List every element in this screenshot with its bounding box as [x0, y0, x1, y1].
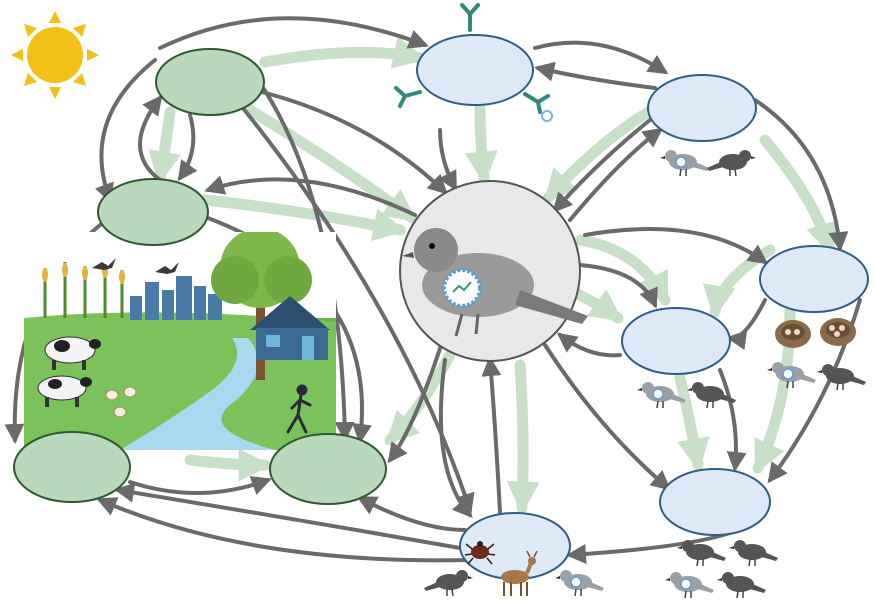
nest-icon	[820, 318, 856, 346]
bird-icon	[687, 382, 736, 409]
dark-arrow	[177, 113, 198, 182]
light-arrow	[506, 359, 540, 515]
dark-arrow	[534, 61, 657, 90]
bird-icon	[729, 540, 778, 567]
light-arrow	[759, 134, 839, 257]
dark-arrow	[256, 78, 355, 442]
light-arrow	[574, 234, 671, 306]
nest-icon	[775, 320, 811, 348]
dark-arrow	[718, 368, 747, 472]
dark-arrow	[438, 128, 457, 192]
infected-sparrow-icon	[402, 228, 588, 337]
light-arrow	[148, 106, 181, 185]
dark-arrow	[128, 476, 272, 495]
dark-arrow	[438, 358, 473, 518]
dark-arrow	[568, 127, 664, 222]
dark-arrow	[583, 227, 769, 265]
dark-arrow	[96, 497, 472, 563]
dark-arrow	[481, 356, 502, 514]
center-host	[399, 180, 588, 362]
dark-arrow	[356, 496, 467, 532]
swallow-icon	[92, 258, 179, 274]
host-node-birds[interactable]	[621, 307, 731, 375]
dark-arrow	[578, 263, 658, 309]
landscape-scene-icon	[24, 232, 336, 450]
bird-icon	[817, 364, 866, 391]
light-arrow	[184, 448, 272, 482]
bird-group	[424, 150, 866, 599]
light-arrow	[259, 36, 427, 69]
dark-arrow	[556, 332, 622, 358]
bird-icon	[424, 570, 473, 597]
antibody-icon	[460, 3, 480, 32]
env-node-bottom-right[interactable]	[269, 433, 387, 505]
host-node-antibody[interactable]	[416, 34, 534, 106]
dark-arrow	[552, 118, 652, 213]
dark-arrow	[753, 98, 849, 252]
host-node-population[interactable]	[647, 74, 757, 142]
infected-bird-icon	[637, 382, 686, 409]
dark-arrow	[543, 343, 672, 491]
infected-bird-icon	[660, 150, 709, 177]
antibody-icon	[394, 86, 422, 108]
light-arrow	[464, 102, 498, 185]
deer-icon	[501, 550, 538, 596]
host-node-nest[interactable]	[759, 245, 869, 313]
infected-bird-icon	[767, 362, 816, 389]
tick-icon	[464, 541, 496, 565]
dark-arrow	[260, 90, 448, 195]
infected-bird-icon	[555, 570, 604, 597]
antibody-icon	[523, 92, 550, 114]
bird-icon	[677, 540, 726, 567]
pathogen-icon	[541, 110, 553, 122]
host-node-flock[interactable]	[659, 468, 771, 536]
dark-arrow	[158, 16, 429, 50]
dark-arrow	[533, 40, 669, 75]
env-node-top[interactable]	[155, 48, 265, 116]
light-arrow	[674, 372, 710, 472]
dark-arrow	[138, 94, 163, 182]
dark-arrow	[726, 298, 767, 351]
dark-arrow	[228, 90, 475, 514]
dark-arrow	[114, 482, 462, 550]
light-arrow	[542, 102, 661, 204]
nest-group	[775, 318, 856, 348]
dark-arrow	[95, 58, 157, 204]
light-arrow	[199, 194, 407, 242]
bird-icon	[717, 572, 766, 599]
env-node-mid[interactable]	[97, 178, 209, 246]
env-node-bottom-left[interactable]	[13, 431, 131, 503]
infected-bird-icon	[665, 572, 714, 599]
sun-icon	[11, 11, 99, 99]
bird-icon	[707, 150, 756, 177]
